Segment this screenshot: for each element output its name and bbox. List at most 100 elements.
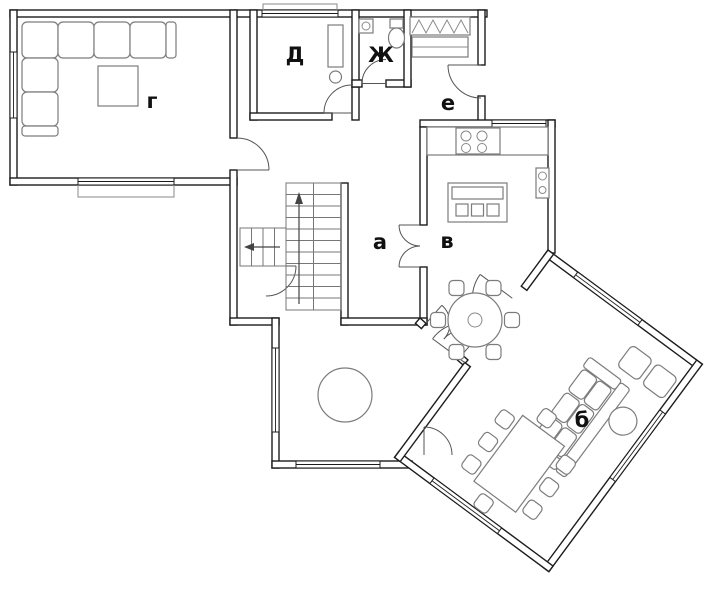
wall-segment: [9, 9, 488, 18]
chair: [494, 409, 515, 430]
window: [491, 119, 547, 128]
round-table: [317, 367, 373, 423]
ottoman: [618, 346, 652, 380]
window: [271, 347, 280, 433]
kitchen: [426, 126, 550, 223]
room-label-b: б: [575, 408, 590, 432]
wall-segment-diagonal: [414, 317, 427, 330]
walls: [9, 9, 556, 469]
chair: [448, 279, 465, 297]
coffee-table: [97, 65, 139, 107]
chair: [536, 408, 557, 429]
drain-icon: [328, 70, 343, 84]
burner-icon: [477, 143, 487, 153]
chair: [448, 343, 465, 361]
wall-segment: [351, 9, 360, 88]
toilet-tank-icon: [389, 18, 404, 29]
wall-segment: [249, 9, 258, 121]
wall-segment: [477, 9, 486, 66]
sofa-cushion: [93, 21, 131, 59]
island-stool: [486, 203, 500, 217]
dining-table-group: [461, 408, 576, 520]
sink-bowl-icon: [361, 21, 371, 31]
burner-icon: [460, 130, 472, 142]
rotated-wing: [393, 249, 704, 573]
utility-fixtures: [327, 18, 406, 84]
room-label-v: в: [440, 229, 453, 253]
chair: [485, 343, 502, 361]
window: [572, 271, 643, 326]
door-arc: [398, 224, 421, 247]
boiler-icon: [327, 24, 344, 68]
room-label-d: Д: [286, 43, 305, 67]
sink-bowl-icon: [538, 171, 547, 181]
sofa-cushion: [566, 403, 595, 434]
chair: [429, 311, 447, 329]
chair: [485, 279, 502, 297]
sofa: [523, 357, 630, 478]
stairs-secondary: [239, 227, 287, 267]
windows: [9, 3, 547, 469]
wall-segment: [520, 249, 555, 292]
window: [261, 9, 339, 18]
dining-nook: [429, 279, 521, 361]
ottoman: [643, 364, 677, 399]
burner-icon: [461, 143, 471, 153]
chair: [477, 431, 499, 453]
sofa-cushion: [21, 91, 59, 127]
window-sill: [262, 3, 338, 10]
sofa-back: [555, 382, 630, 478]
window: [9, 51, 18, 119]
sofa-cushion: [551, 392, 580, 424]
stair-arrowhead: [244, 243, 254, 251]
table-centerpiece: [467, 312, 483, 328]
room-label-g: г: [147, 89, 158, 113]
room-label-a: а: [373, 230, 387, 254]
sofa-armrest: [583, 357, 622, 390]
wall-segment: [351, 86, 360, 121]
sofa-corner-cushion: [21, 21, 59, 59]
wall-segment: [419, 266, 428, 326]
window: [429, 477, 503, 535]
chair: [461, 454, 482, 475]
sofa-cushion: [583, 380, 612, 411]
window: [295, 460, 381, 469]
toilet-bowl-icon: [387, 27, 406, 49]
dining-table: [473, 414, 566, 514]
door-arc: [398, 245, 421, 268]
island-stool: [455, 203, 469, 217]
wardrobe: [409, 16, 471, 58]
sofa-armrest: [165, 21, 177, 59]
wall-segment: [419, 126, 428, 226]
chair: [522, 499, 543, 520]
wall-segment: [229, 169, 238, 326]
room-labels: г Д Ж е а в б: [147, 43, 590, 432]
sofa-cushion: [57, 21, 95, 59]
side-table: [608, 406, 638, 436]
window: [77, 177, 175, 186]
wall-segment: [340, 317, 428, 326]
burner-icon: [476, 130, 488, 142]
wall-segment: [351, 79, 363, 88]
wall-segment: [229, 9, 238, 139]
chair: [538, 477, 560, 498]
terrace-step: [77, 185, 175, 198]
sink-bowl-icon: [538, 186, 547, 194]
sofa-cushion: [21, 57, 59, 93]
sofa-cushion: [568, 369, 598, 400]
sofa-armrest: [21, 125, 59, 137]
stair-arrowhead: [295, 192, 303, 204]
island-stool: [470, 203, 485, 217]
sink-icon: [358, 18, 374, 34]
stair-treads: [286, 183, 341, 310]
window: [609, 409, 667, 483]
chair: [555, 454, 576, 475]
kitchen-island: [447, 182, 508, 223]
room-label-zh: Ж: [368, 43, 394, 67]
round-dining-table: [447, 292, 503, 348]
door-arc: [236, 137, 270, 171]
wall-segment: [393, 361, 472, 463]
chair: [503, 311, 521, 329]
